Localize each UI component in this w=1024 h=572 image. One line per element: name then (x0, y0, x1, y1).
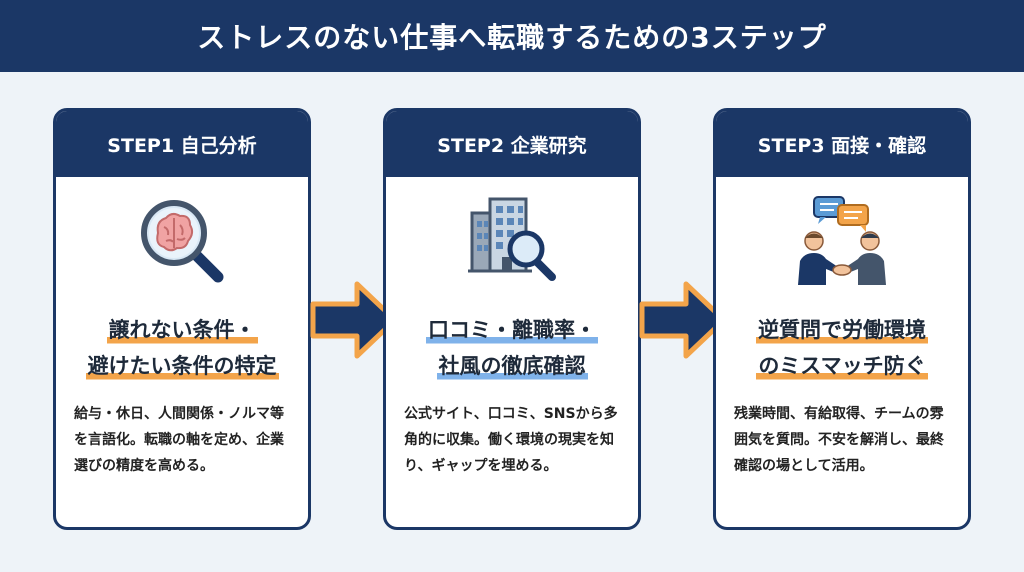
step-card-1: STEP1 自己分析 譲れない条件・ 避けたい条件の特定 給与・休日、人間関係・… (53, 108, 311, 530)
step-description: 給与・休日、人間関係・ノルマ等を言語化。転職の軸を定め、企業選びの精度を高める。 (74, 406, 284, 474)
magnifier-brain-icon (141, 200, 224, 283)
step-title-line1: 逆質問で労働環境 (756, 312, 928, 348)
step-heading: STEP1 自己分析 (56, 111, 308, 177)
right-arrow-icon (310, 281, 398, 359)
header-banner: ストレスのない仕事へ転職するための3ステップ (0, 0, 1024, 72)
step-title: 口コミ・離職率・ 社風の徹底確認 (386, 305, 638, 391)
step-description: 公式サイト、口コミ、SNSから多角的に収集。働く環境の現実を知り、ギャップを埋め… (404, 406, 618, 474)
step-title: 譲れない条件・ 避けたい条件の特定 (56, 305, 308, 391)
step-heading: STEP3 面接・確認 (716, 111, 968, 177)
handshake-chat-icon (798, 196, 886, 285)
step-description: 残業時間、有給取得、チームの雰囲気を質問。不安を解消し、最終確認の場として活用。 (734, 406, 944, 474)
step-icon-area (386, 177, 638, 305)
step-heading: STEP2 企業研究 (386, 111, 638, 177)
step-title-line1: 口コミ・離職率・ (426, 312, 598, 348)
step-card-2: STEP2 企業研究 口コミ・離職率・ 社風の徹底確認 公式サイト、口コミ、SN… (383, 108, 641, 530)
step-title-line1: 譲れない条件・ (106, 312, 258, 348)
step-title-line2: 避けたい条件の特定 (85, 348, 279, 384)
building-search-icon (468, 197, 556, 281)
step-icon-area (716, 177, 968, 305)
step-title: 逆質問で労働環境 のミスマッチ防ぐ (716, 305, 968, 391)
step-icon-area (56, 177, 308, 305)
right-arrow-icon (639, 281, 727, 359)
step-title-line2: 社風の徹底確認 (436, 348, 588, 384)
step-title-line2: のミスマッチ防ぐ (756, 348, 928, 384)
page-title: ストレスのない仕事へ転職するための3ステップ (197, 21, 827, 54)
step-card-3: STEP3 面接・確認 逆質問で労働環境 のミスマッチ防ぐ 残業時間、有給取得、… (713, 108, 971, 530)
